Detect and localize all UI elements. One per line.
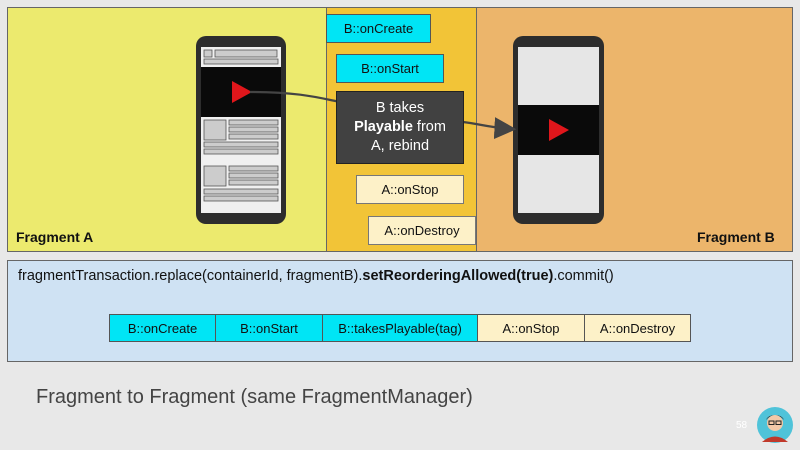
takes-line3: A, rebind (370, 138, 430, 154)
slide-title: Fragment to Fragment (same FragmentManag… (36, 386, 473, 408)
b-oncreate-box: B::onCreate (326, 14, 431, 43)
playable-transfer-arrow-icon (249, 90, 517, 140)
phone-a-screen-icon (201, 47, 281, 213)
sequence-item: B::onCreate (109, 314, 216, 342)
takes-bold: Playable (354, 119, 413, 135)
avatar-icon (757, 407, 793, 443)
code-line: fragmentTransaction.replace(containerId,… (18, 268, 614, 284)
takes-line1: B takes (375, 100, 425, 116)
sequence-item: B::onStart (215, 314, 323, 342)
takes-after-bold: from (412, 119, 446, 135)
sequence-item: A::onDestroy (584, 314, 691, 342)
code-prefix: fragmentTransaction.replace(containerId,… (18, 268, 363, 284)
fragment-b-label: Fragment B (697, 229, 775, 245)
play-icon (549, 119, 569, 141)
b-onstart-box: B::onStart (336, 54, 444, 83)
sequence-item: B::takesPlayable(tag) (322, 314, 478, 342)
page-number: 58 (736, 420, 748, 431)
sequence-item: A::onStop (477, 314, 585, 342)
code-suffix: .commit() (553, 268, 614, 284)
play-icon (232, 81, 252, 103)
code-panel (7, 260, 793, 362)
b-takes-playable-box: B takes Playable from A, rebind (336, 91, 464, 164)
phone-b-screen-icon (518, 47, 599, 213)
a-ondestroy-box: A::onDestroy (368, 216, 476, 245)
fragment-a-label: Fragment A (16, 229, 94, 245)
code-bold: setReorderingAllowed(true) (362, 268, 554, 284)
a-onstop-box: A::onStop (356, 175, 464, 204)
